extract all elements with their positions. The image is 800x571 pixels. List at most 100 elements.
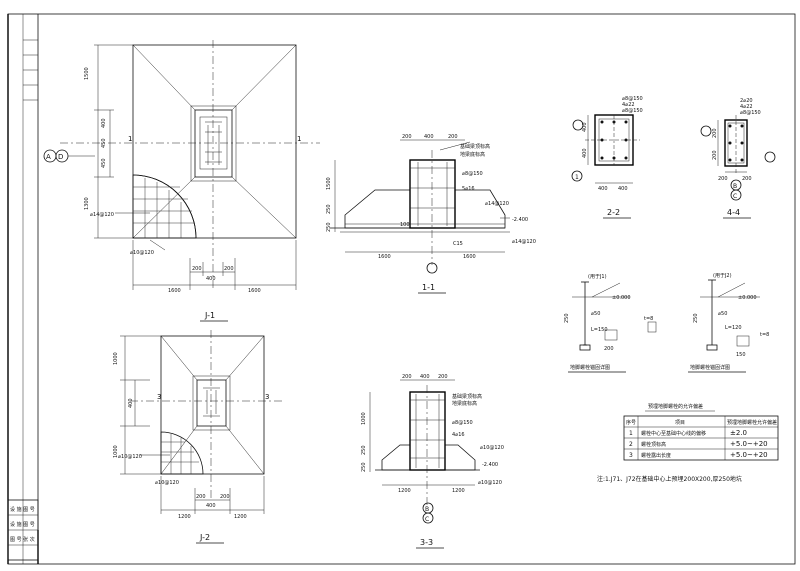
- dim-small: 400: [206, 276, 216, 282]
- axis-bubble: [700, 125, 712, 137]
- detail-top-note: (用于J1): [588, 274, 607, 280]
- rebar-quadrant-j2: [160, 431, 204, 475]
- dim-bottom: 200: [742, 176, 752, 182]
- axis-label-b: B: [733, 183, 737, 190]
- dim-small: 200: [224, 266, 234, 272]
- dim-left: 400: [582, 148, 588, 158]
- dim-left: 450: [101, 138, 107, 148]
- section-mark-1-left: 1: [128, 135, 132, 143]
- dim-top: 200: [402, 374, 412, 380]
- concrete-note: C15: [453, 241, 463, 247]
- detail-note: L=120: [725, 325, 742, 331]
- dim-top: 200: [438, 374, 448, 380]
- dim-top: 400: [424, 134, 434, 140]
- section-mark-3-left: 3: [157, 393, 161, 401]
- section-label-4-4: 4-4: [727, 208, 740, 217]
- detail-note: ⌀50: [718, 311, 727, 317]
- dim-bottom: 1200: [234, 514, 247, 520]
- dim-small: 200: [192, 266, 202, 272]
- dim-small: 200: [220, 494, 230, 500]
- table-header: 序号: [626, 419, 636, 426]
- title-block-row: 设 施 图 号: [10, 506, 35, 513]
- dim-left: 250: [326, 204, 332, 214]
- table-cell: 螺栓露出长度: [641, 452, 671, 459]
- rebar-note: ⌀8@150: [462, 171, 483, 177]
- table-cell: 2: [629, 441, 633, 448]
- detail-note: 250: [564, 313, 570, 323]
- plan-j2: 3 3 ⌀10@120 ⌀10@120 1000 400 1000: [113, 330, 285, 544]
- dim-left: 200: [712, 150, 718, 160]
- table-cell: ±2.0: [730, 429, 747, 437]
- table-cell: 螺栓中心至基础中心线的偏移: [641, 430, 706, 437]
- general-note: 注:1.J71、J72在基础中心上预埋200X200,厚250地坑: [597, 475, 742, 483]
- title-block-row: 图 号 张 次: [10, 536, 35, 543]
- dim-left: 1300: [84, 197, 90, 210]
- dim-left: 250: [361, 445, 367, 455]
- dim-left: 1500: [84, 67, 90, 80]
- dim-bottom: 1200: [452, 488, 465, 494]
- leader-note: 基础梁顶标高: [460, 143, 490, 150]
- table-cell: 3: [629, 452, 633, 459]
- axis-label-c: C: [425, 516, 429, 523]
- section-mark-1-right: 1: [297, 135, 301, 143]
- rebar-note: ⌀14@120: [485, 201, 509, 207]
- table-cell: +5.0~+20: [730, 451, 768, 459]
- axis-label-a: A: [46, 153, 51, 161]
- table-cell: +5.0~+20: [730, 440, 768, 448]
- section-3-3: B C 200 400 200 1000 250 250 1200 1200 基…: [361, 374, 504, 549]
- rebar-note: ⌀8@150: [622, 96, 643, 102]
- leader-note: 基础梁顶标高: [452, 393, 482, 400]
- plan-label-j2: J-2: [199, 533, 210, 542]
- axis-label-d: D: [58, 153, 63, 161]
- elevation-note: -2.400: [482, 462, 498, 468]
- section-label-3-3: 3-3: [420, 538, 433, 547]
- dim-left: 1000: [113, 445, 119, 458]
- rebar-note: ⌀8@150: [740, 110, 761, 116]
- dim-left: 450: [101, 158, 107, 168]
- detail-note: ⌀50: [591, 311, 600, 317]
- section-label-2-2: 2-2: [607, 208, 620, 217]
- axis-bubble: [572, 119, 584, 131]
- detail-note: L=150: [591, 327, 608, 333]
- cover-note: 100: [400, 222, 410, 228]
- dim-top: 200: [448, 134, 458, 140]
- plan-label-j1: J-1: [204, 311, 215, 320]
- section-2-2: 1 ⌀8@150 4⌀22 ⌀8@150 400 400 400 400 2-2: [571, 96, 643, 219]
- dim-left: 400: [128, 398, 134, 408]
- dim-bottom: 1200: [178, 514, 191, 520]
- dim-left: 250: [361, 462, 367, 472]
- axis-bubble-1: [571, 170, 583, 182]
- dim-bottom: 400: [618, 186, 628, 192]
- dim-left: 250: [326, 222, 332, 232]
- section-4-4: B C 2⌀20 4⌀22 ⌀8@150 200 200 200 200 4-4: [700, 98, 776, 219]
- dim-left: 400: [101, 118, 107, 128]
- tolerance-table: 预埋地脚螺栓的允许偏差 序号 项目 预埋地脚螺栓允许偏差 1 螺栓中心至基础中心…: [623, 403, 779, 461]
- detail-note: 150: [736, 352, 746, 358]
- rebar-label-sub: ⌀10@120: [130, 250, 154, 256]
- dim-small: 200: [196, 494, 206, 500]
- axis-bubble-c: [422, 512, 434, 524]
- leader-note: 地梁底标高: [460, 151, 485, 158]
- detail-top-note: (用于J2): [713, 273, 732, 279]
- rebar-label-main: ⌀10@120: [118, 454, 142, 460]
- dim-left: 400: [582, 122, 588, 132]
- rebar-note: ⌀10@120: [478, 480, 502, 486]
- rebar-quadrant-j1: [132, 174, 197, 239]
- dim-bottom: 1600: [463, 254, 476, 260]
- dim-small: 400: [206, 503, 216, 509]
- axis-label-c: C: [733, 193, 737, 200]
- binding-margin-ticks: [23, 39, 38, 101]
- axis-label-1: 1: [575, 174, 579, 181]
- dim-left: 1000: [361, 412, 367, 425]
- elevation-note: -2.400: [512, 217, 528, 223]
- detail-label: 地脚螺栓锚固详图: [690, 364, 730, 371]
- rebar-note: ⌀8@150: [452, 420, 473, 426]
- rebar-note: 4⌀22: [622, 102, 635, 108]
- elevation-note: ±0.000: [612, 295, 631, 301]
- dim-top: 400: [420, 374, 430, 380]
- rebar-note: ⌀8@150: [622, 108, 643, 114]
- section-mark-3-right: 3: [265, 393, 269, 401]
- elevation-note: ±0.000: [738, 295, 757, 301]
